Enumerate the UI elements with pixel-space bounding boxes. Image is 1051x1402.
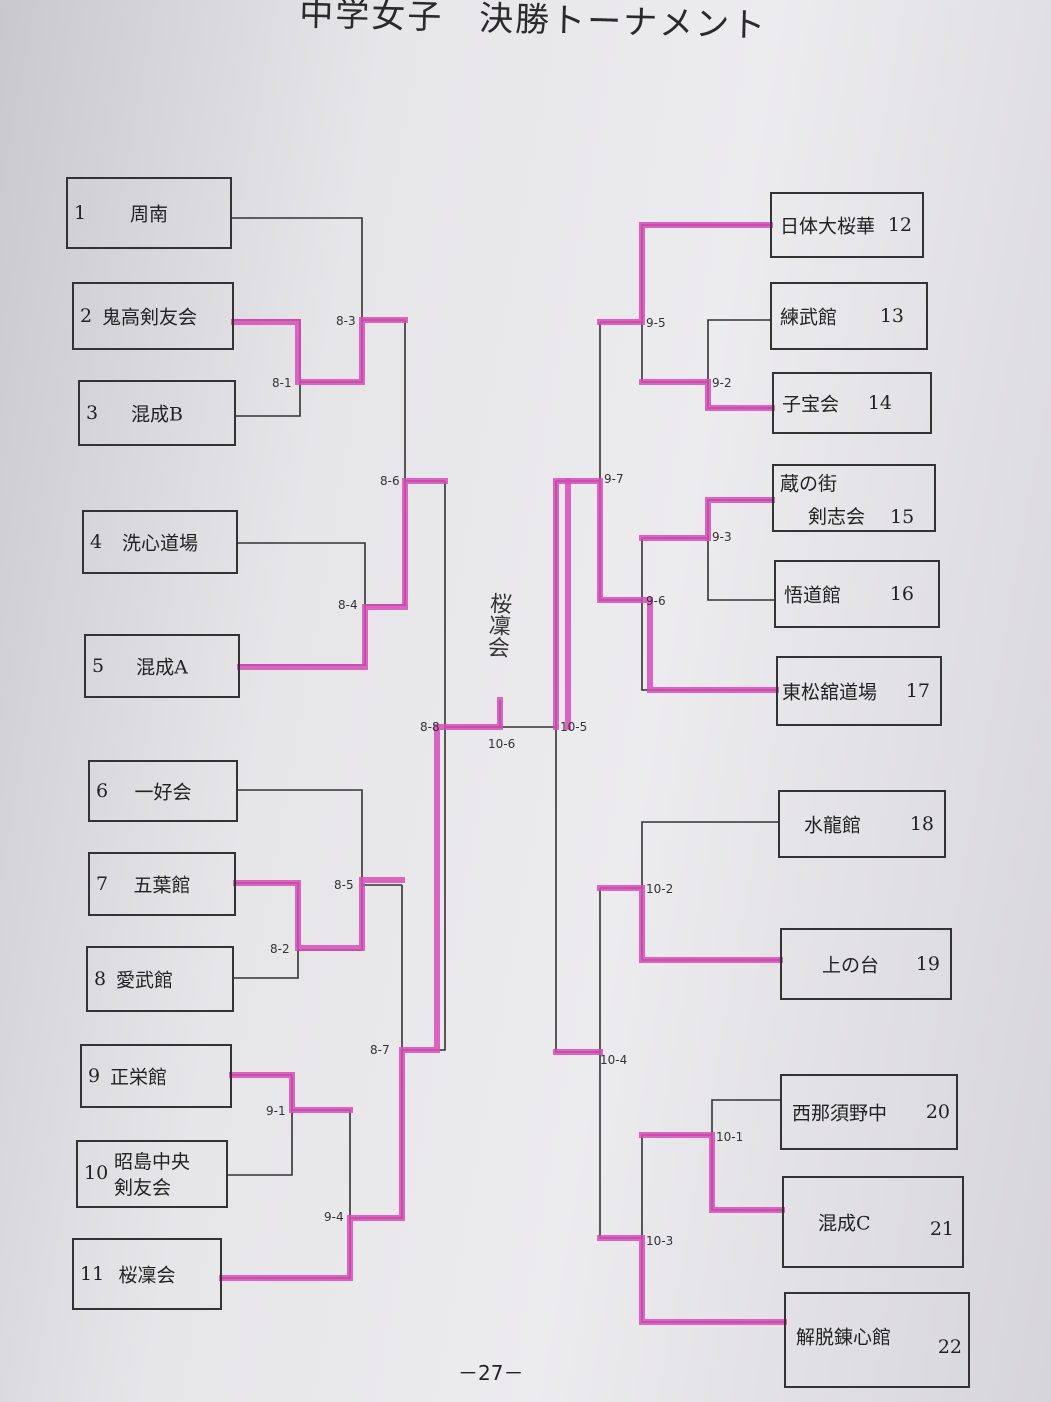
match-label: 8-2	[270, 942, 290, 956]
team-name: 洗心道場	[121, 532, 198, 555]
team-name: 解脱錬心館	[796, 1326, 892, 1349]
team-name: 混成C	[818, 1212, 871, 1235]
match-label: 9-6	[646, 594, 666, 608]
team-number: 10	[84, 1162, 109, 1184]
team-box-10: 10 昭島中央 剣友会	[76, 1140, 228, 1208]
team-box-7: 7 五葉館	[88, 852, 236, 916]
match-label: 10-1	[716, 1130, 744, 1144]
team-number: 20	[925, 1101, 950, 1123]
team-box-3: 3 混成B	[78, 380, 236, 446]
match-label: 10-4	[600, 1053, 628, 1067]
team-box-17: 東松舘道場 17	[776, 656, 942, 726]
team-name: 混成A	[136, 656, 188, 679]
team-box-14: 子宝会 14	[772, 372, 932, 434]
team-box-20: 西那須野中 20	[780, 1074, 958, 1150]
team-number: 6	[96, 780, 109, 802]
highlighted-paths	[219, 222, 787, 1325]
team-name: 五葉館	[133, 874, 191, 897]
match-label: 8-3	[336, 314, 356, 328]
team-box-22: 解脱錬心館 22	[784, 1292, 970, 1388]
team-number: 21	[929, 1218, 954, 1241]
match-label: 8-4	[338, 598, 358, 612]
team-number: 14	[867, 392, 892, 414]
team-name: 鬼高剣友会	[102, 306, 198, 329]
team-name: 悟道館	[784, 584, 842, 607]
team-name: 一好会	[134, 781, 192, 804]
team-number: 15	[890, 506, 915, 528]
team-name: 日体大桜華	[780, 215, 876, 238]
team-name: 混成B	[131, 403, 183, 426]
team-number: 4	[90, 531, 103, 553]
match-label: 8-6	[380, 474, 400, 488]
team-number: 22	[937, 1336, 962, 1359]
team-box-9: 9 正栄館	[80, 1044, 232, 1108]
team-number: 9	[88, 1065, 101, 1087]
match-label: 8-1	[272, 376, 292, 390]
match-label: 10-2	[646, 882, 674, 896]
team-box-6: 6 一好会	[88, 760, 238, 822]
team-name: 西那須野中	[792, 1102, 888, 1125]
team-name: 水龍館	[804, 814, 862, 837]
team-number: 5	[92, 655, 105, 677]
team-number: 13	[879, 305, 904, 327]
team-box-13: 練武館 13	[770, 282, 928, 350]
team-name: 昭島中央	[114, 1151, 191, 1173]
match-label: 8-7	[370, 1043, 390, 1057]
match-label: 9-4	[324, 1210, 344, 1224]
team-name: 周南	[129, 203, 168, 226]
team-box-15: 蔵の街 剣志会 15	[772, 464, 936, 532]
team-name: 蔵の街	[780, 473, 838, 495]
team-name: 愛武館	[116, 969, 174, 992]
team-name: 桜凜会	[118, 1264, 176, 1287]
team-name-line2: 剣志会	[808, 506, 866, 528]
team-box-21: 混成C 21	[782, 1176, 964, 1268]
team-box-16: 悟道館 16	[774, 560, 940, 628]
match-label: 9-3	[712, 530, 732, 544]
match-label: 10-6	[488, 737, 516, 751]
team-name-line2: 剣友会	[114, 1177, 172, 1199]
team-number: 11	[80, 1263, 105, 1285]
match-label: 8-5	[334, 878, 354, 892]
match-label: 9-2	[712, 376, 732, 390]
team-box-12: 日体大桜華 12	[770, 192, 924, 258]
team-number: 17	[905, 680, 930, 702]
team-number: 3	[86, 402, 99, 424]
team-number: 18	[909, 813, 934, 835]
team-number: 12	[887, 214, 912, 236]
team-box-11: 11 桜凜会	[72, 1238, 222, 1310]
team-number: 1	[74, 202, 87, 224]
team-number: 16	[889, 583, 914, 605]
match-label: 9-7	[604, 472, 624, 486]
team-number: 7	[96, 873, 109, 895]
match-label: 10-5	[560, 720, 588, 734]
team-name: 東松舘道場	[782, 681, 878, 704]
match-label: 8-8	[420, 720, 440, 734]
team-box-18: 水龍館 18	[778, 790, 946, 858]
team-name: 子宝会	[782, 393, 840, 416]
team-box-8: 8 愛武館	[86, 946, 234, 1012]
team-number: 19	[915, 953, 940, 975]
team-box-5: 5 混成A	[84, 634, 240, 698]
team-number: 2	[80, 305, 93, 327]
team-name: 上の台	[822, 954, 880, 977]
team-box-1: 1 周南	[66, 177, 232, 249]
team-name: 練武館	[780, 306, 838, 329]
team-box-4: 4 洗心道場	[82, 510, 238, 574]
match-label: 10-3	[646, 1234, 674, 1248]
team-box-2: 2 鬼高剣友会	[72, 282, 234, 350]
team-name: 正栄館	[110, 1066, 168, 1089]
team-box-19: 上の台 19	[780, 928, 952, 1000]
right-bracket-lines	[499, 224, 784, 1323]
team-number: 8	[94, 968, 107, 990]
match-label: 9-1	[266, 1104, 286, 1118]
winner-handwritten-note: 桜凜会	[483, 591, 512, 659]
page-number: －27－	[458, 1361, 524, 1385]
match-label: 9-5	[646, 316, 666, 330]
